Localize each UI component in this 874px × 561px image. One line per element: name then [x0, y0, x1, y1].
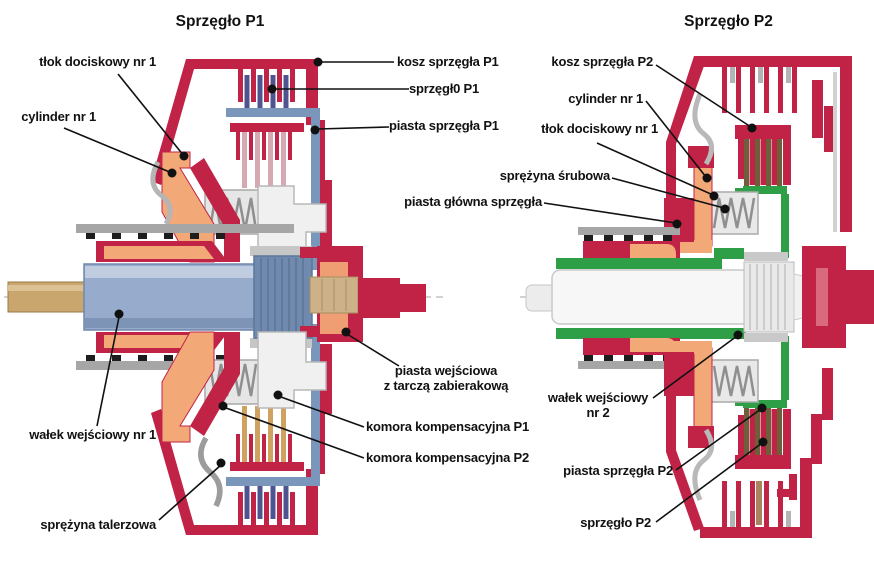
p2-basket-fins-top — [722, 67, 797, 113]
p2-coil-spring-top — [712, 197, 756, 229]
p1-diaphragm-spring — [198, 436, 223, 508]
label-komora-kompensacyjna-p2: komora kompensacyjna P2 — [366, 450, 530, 465]
p2-clutch-pack-bottom — [735, 403, 791, 469]
p1-hub-blue — [226, 108, 320, 486]
title-sprzeglo-p1: Sprzęgło P1 — [175, 13, 265, 30]
label-tlok-dociskowy-p1: tłok dociskowy nr 1 — [39, 54, 156, 69]
label-piasta-sprzegla-p1: piasta sprzęgła P1 — [389, 118, 499, 133]
p1-piston-orange-bottom — [161, 331, 215, 443]
label-walek-wejsciowy-2-line2: nr 2 — [586, 405, 610, 421]
p1-clutch-pack-bottom — [238, 486, 295, 525]
p2-seal-bottom — [692, 428, 714, 501]
label-sprezyna-talerzowa: sprężyna talerzowa — [40, 517, 156, 532]
label-piasta-sprzegla-p2: piasta sprzęgła P2 — [563, 463, 673, 478]
label-cylinder-p1: cylinder nr 1 — [21, 109, 96, 124]
label-walek-wejsciowy-1: wałek wejściowy nr 1 — [29, 427, 156, 442]
label-sprezyna-srubowa: sprężyna śrubowa — [499, 168, 610, 183]
p1-cylinder-wedge-top — [190, 158, 240, 262]
p2-seal-top — [692, 93, 714, 166]
clutch-p2-drawing — [520, 56, 874, 538]
title-sprzeglo-p2: Sprzęgło P2 — [684, 13, 773, 30]
p2-basket-fins-bottom — [722, 481, 791, 527]
label-piasta-glowna-sprzegla: piasta główna sprzęgła — [404, 194, 542, 209]
label-walek-wejsciowy-2-line1: wałek wejściowy — [547, 390, 649, 405]
label-komora-kompensacyjna-p1: komora kompensacyjna P1 — [366, 419, 530, 434]
label-kosz-sprzegla-p1: kosz sprzęgła P1 — [397, 54, 499, 69]
label-piasta-wejsciowa-line2: z tarczą zabierakową — [383, 378, 509, 394]
label-walek-wejsciowy-2: wałek wejściowy nr 2 — [544, 390, 652, 421]
p2-piston-orange-bottom — [693, 347, 713, 429]
p2-output-hub — [802, 246, 874, 348]
label-sprzeglo-p1: sprzęgł0 P1 — [409, 81, 480, 96]
p1-cylinder-wedge-bottom — [190, 332, 240, 436]
leader-lines — [63, 61, 763, 523]
p2-rail-top — [578, 227, 680, 258]
label-sprzeglo-p2: sprzęgło P2 — [580, 515, 651, 530]
clutch-p1-drawing — [4, 59, 448, 535]
p1-output-hub — [300, 246, 426, 342]
label-piasta-wejsciowa-line1: piasta wejściowa — [394, 363, 498, 378]
p1-inner-pack-bottom — [230, 406, 304, 471]
p2-piston-orange-bottom-foot — [666, 341, 712, 354]
p2-clutch-pack-top — [735, 125, 791, 191]
leader-dots — [114, 57, 768, 468]
p2-coil-spring-bottom — [712, 365, 756, 397]
p2-housing — [666, 56, 852, 538]
p2-cylinder-bottom — [664, 352, 694, 396]
label-tlok-dociskowy-p2: tłok dociskowy nr 1 — [541, 121, 658, 136]
label-kosz-sprzegla-p2: kosz sprzęgła P2 — [551, 54, 653, 69]
p1-input-shaft — [7, 246, 313, 348]
label-cylinder-p2: cylinder nr 1 — [568, 91, 643, 106]
p1-rail-top — [76, 224, 294, 262]
p1-inner-pack-top — [230, 123, 304, 188]
p1-seal-top — [150, 160, 173, 226]
label-piasta-wejsciowa: piasta wejściowa z tarczą zabierakową — [375, 363, 517, 394]
